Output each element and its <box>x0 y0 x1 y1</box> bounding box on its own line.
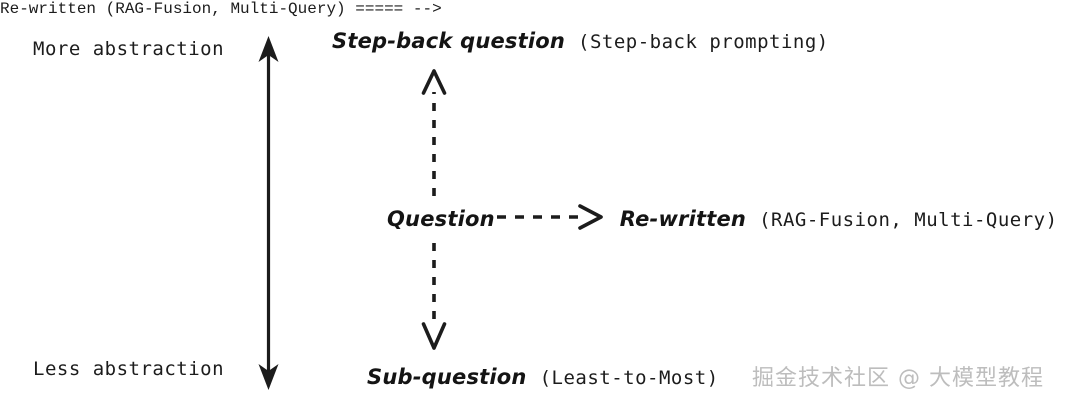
dashed-arrowhead-down <box>421 322 447 350</box>
dashed-up-arrow <box>421 69 447 196</box>
term-sub-question: Sub-question <box>367 365 527 389</box>
technique-rag-fusion-multi-query: (RAG-Fusion, Multi-Query) <box>759 209 1058 231</box>
row-question-rewritten: Question Re-written (RAG-Fusion, Multi-Q… <box>387 207 1058 231</box>
row-step-back: Step-back question (Step-back prompting) <box>332 29 829 53</box>
technique-step-back-prompting: (Step-back prompting) <box>578 31 829 53</box>
axis-arrowhead-up <box>258 36 279 62</box>
dashed-down-arrow <box>421 243 447 350</box>
dashed-arrowhead-up <box>421 69 447 95</box>
term-re-written: Re-written <box>619 207 747 231</box>
double-headed-vertical-arrow <box>258 36 279 390</box>
technique-least-to-most: (Least-to-Most) <box>539 367 719 389</box>
row-sub-question: Sub-question (Least-to-Most) <box>367 365 719 389</box>
axis-arrowhead-down <box>258 364 279 390</box>
term-step-back-question: Step-back question <box>332 29 566 53</box>
axis-label-more-abstraction: More abstraction <box>33 38 225 60</box>
term-question: Question <box>387 207 495 231</box>
axis-label-less-abstraction: Less abstraction <box>33 358 225 380</box>
watermark: 掘金技术社区 @ 大模型教程 <box>752 366 1044 391</box>
